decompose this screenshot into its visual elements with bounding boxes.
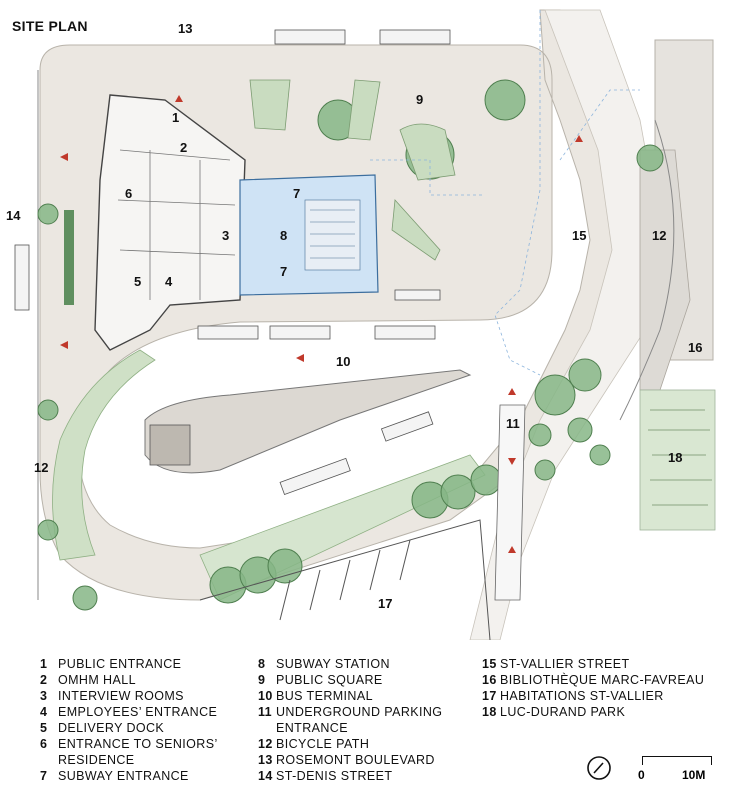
site-plan-map: 1 2 3 4 5 6 7 7 8 9 10 11 12 12 13 14 15… (6, 9, 716, 640)
parking-ramp (494, 404, 526, 601)
site-plan-title: SITE PLAN (12, 18, 88, 34)
map-label-17: 17 (378, 596, 392, 611)
map-label-9: 9 (416, 92, 423, 107)
map-label-7b: 7 (280, 264, 287, 279)
property-boundaries (370, 10, 640, 376)
map-label-6: 6 (125, 186, 132, 201)
planters (249, 79, 456, 261)
map-label-16: 16 (688, 340, 702, 355)
map-label-14: 14 (6, 208, 21, 223)
map-label-10: 10 (336, 354, 350, 369)
library-building (639, 39, 714, 391)
map-label-18: 18 (668, 450, 682, 465)
scale-zero-label: 0 (638, 768, 645, 782)
luc-durand-park (639, 389, 716, 531)
omhm-building (94, 94, 246, 351)
buses (14, 29, 451, 496)
bicycle-path (37, 70, 675, 600)
scale-bar: 0 10M (636, 752, 716, 782)
habitations-building (199, 519, 491, 640)
map-label-12a: 12 (34, 460, 48, 475)
map-label-3: 3 (222, 228, 229, 243)
map-label-15: 15 (572, 228, 586, 243)
scale-bar-icon (642, 756, 712, 765)
scale-ten-label: 10M (682, 768, 706, 782)
north-arrow-icon (587, 756, 611, 780)
map-label-5: 5 (134, 274, 141, 289)
subway-station (239, 174, 379, 296)
legend-item: RESIDENCE (58, 753, 135, 767)
bus-terminal-island (144, 369, 472, 474)
traffic-arrows (60, 95, 583, 553)
map-label-12b: 12 (652, 228, 666, 243)
map-label-8: 8 (280, 228, 287, 243)
map-label-11: 11 (506, 416, 520, 431)
map-label-1: 1 (172, 110, 179, 125)
map-label-7a: 7 (293, 186, 300, 201)
map-label-13: 13 (178, 21, 192, 36)
map-label-4: 4 (165, 274, 173, 289)
map-label-2: 2 (180, 140, 187, 155)
legend-item: ENTRANCE (276, 721, 348, 735)
